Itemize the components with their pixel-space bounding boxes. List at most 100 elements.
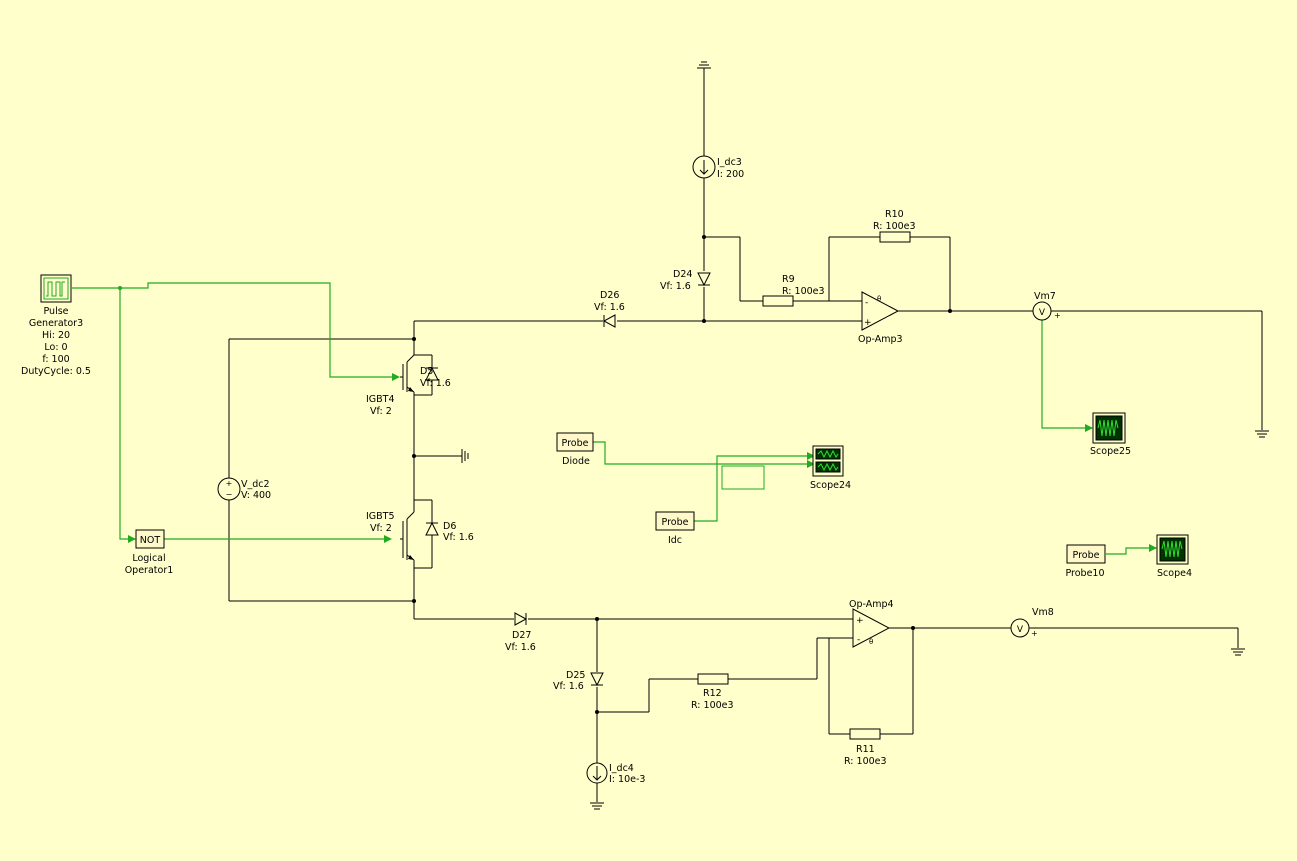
power-wires xyxy=(228,68,1263,802)
pulse-f: f: 100 xyxy=(42,354,69,365)
diode-d24[interactable]: D24 Vf: 1.6 xyxy=(660,269,711,292)
voltmeter-vm7[interactable]: V + Vm7 xyxy=(1032,291,1061,321)
r12-value: R: 100e3 xyxy=(691,700,734,711)
pulse-label-1: Pulse xyxy=(43,306,68,317)
vdc2-value: V: 400 xyxy=(241,490,271,501)
r9-value: R: 100e3 xyxy=(782,286,825,297)
vm7-symbol: V xyxy=(1039,308,1046,318)
not-label-2: Operator1 xyxy=(125,565,174,576)
scope25-name: Scope25 xyxy=(1090,446,1131,457)
diode-d27[interactable]: D27 Vf: 1.6 xyxy=(505,612,536,653)
igbt4-name: IGBT4 xyxy=(366,394,395,405)
pulse-hi: Hi: 20 xyxy=(42,330,70,341)
d27-value: Vf: 1.6 xyxy=(505,642,536,653)
probe-idc[interactable]: Probe Idc xyxy=(655,511,695,546)
d24-value: Vf: 1.6 xyxy=(660,281,691,292)
scope4-name: Scope4 xyxy=(1157,568,1192,579)
signal-arrows xyxy=(128,373,1157,552)
d25-value: Vf: 1.6 xyxy=(553,681,584,692)
d26-value: Vf: 1.6 xyxy=(594,302,625,313)
svg-text:+: + xyxy=(1054,311,1061,320)
voltage-source-vdc2[interactable]: + − V_dc2 V: 400 xyxy=(217,477,271,501)
op-amp3[interactable]: - + θ Op-Amp3 xyxy=(858,291,903,345)
pulse-generator[interactable]: Pulse Generator3 Hi: 20 Lo: 0 f: 100 Dut… xyxy=(21,274,91,377)
current-source-idc4[interactable]: I_dc4 I: 10e-3 xyxy=(586,762,645,785)
op-amp4[interactable]: + - θ Op-Amp4 xyxy=(849,599,894,648)
r11-value: R: 100e3 xyxy=(844,756,887,767)
vm7-name: Vm7 xyxy=(1034,291,1056,302)
pulse-lo: Lo: 0 xyxy=(44,342,67,353)
d25-name: D25 xyxy=(566,670,585,681)
igbt5[interactable]: IGBT5 Vf: 2 xyxy=(366,499,432,569)
logical-operator-not[interactable]: NOT Logical Operator1 xyxy=(125,529,174,576)
signal-wires xyxy=(72,282,1156,555)
r10-name: R10 xyxy=(885,209,904,220)
vdc2-name: V_dc2 xyxy=(241,479,270,490)
probe-diode-label: Diode xyxy=(562,456,590,467)
d6-name: D6 xyxy=(443,521,456,532)
pulse-duty: DutyCycle: 0.5 xyxy=(21,366,91,377)
svg-text:+: + xyxy=(226,479,233,488)
scope4[interactable]: Scope4 xyxy=(1156,534,1192,579)
not-text: NOT xyxy=(140,535,161,546)
diode-d26[interactable]: D26 Vf: 1.6 xyxy=(594,290,625,328)
probe-diode[interactable]: Probe Diode xyxy=(556,432,594,467)
d26-name: D26 xyxy=(600,290,619,301)
scope25[interactable]: Scope25 xyxy=(1090,412,1131,457)
resistor-r10[interactable]: R10 R: 100e3 xyxy=(873,209,916,243)
svg-text:-: - xyxy=(865,298,868,308)
opamp4-name: Op-Amp4 xyxy=(849,599,894,610)
idc3-value: I: 200 xyxy=(717,169,744,180)
svg-text:+: + xyxy=(1031,629,1038,638)
diode-d5[interactable]: D5 Vf: 1.6 xyxy=(420,355,451,395)
idc4-name: I_dc4 xyxy=(609,763,634,774)
igbt4[interactable]: IGBT4 Vf: 2 xyxy=(366,342,432,417)
svg-text:−: − xyxy=(226,490,233,499)
d5-value: Vf: 1.6 xyxy=(420,378,451,389)
not-label-1: Logical xyxy=(132,553,165,564)
resistor-r11[interactable]: R11 R: 100e3 xyxy=(844,728,887,767)
junction-dots xyxy=(118,235,952,714)
idc3-name: I_dc3 xyxy=(717,157,742,168)
d5-name: D5 xyxy=(420,366,433,377)
svg-text:+: + xyxy=(856,616,864,626)
ground-mid-icon xyxy=(461,449,469,463)
igbt4-value: Vf: 2 xyxy=(370,406,392,417)
vm8-symbol: V xyxy=(1017,625,1024,635)
d6-value: Vf: 1.6 xyxy=(443,532,474,543)
svg-text:θ: θ xyxy=(877,295,881,303)
ground-bottom-icon xyxy=(590,802,604,810)
ground-vm8-icon xyxy=(1231,648,1245,656)
d24-name: D24 xyxy=(673,269,692,280)
scope24[interactable]: Scope24 xyxy=(810,445,851,491)
d27-name: D27 xyxy=(512,630,531,641)
scope24-name: Scope24 xyxy=(810,480,851,491)
svg-text:+: + xyxy=(864,318,872,328)
svg-text:θ: θ xyxy=(869,638,873,646)
opamp3-name: Op-Amp3 xyxy=(858,334,903,345)
svg-text:-: - xyxy=(857,635,860,645)
probe-idc-text: Probe xyxy=(662,517,689,528)
r12-name: R12 xyxy=(703,688,722,699)
r9-name: R9 xyxy=(782,274,795,285)
probe10-label: Probe10 xyxy=(1065,568,1104,579)
resistor-r12[interactable]: R12 R: 100e3 xyxy=(691,673,734,711)
diode-d6[interactable]: D6 Vf: 1.6 xyxy=(425,500,474,568)
probe-idc-label: Idc xyxy=(668,535,682,546)
ground-right-icon xyxy=(1255,430,1269,438)
igbt5-name: IGBT5 xyxy=(366,511,395,522)
probe-diode-text: Probe xyxy=(562,438,589,449)
idc4-value: I: 10e-3 xyxy=(609,774,645,785)
voltmeter-vm8[interactable]: V + Vm8 xyxy=(1010,607,1054,638)
vm8-name: Vm8 xyxy=(1032,607,1054,618)
pulse-label-2: Generator3 xyxy=(29,318,83,329)
igbt5-value: Vf: 2 xyxy=(370,523,392,534)
ground-top-icon xyxy=(697,61,711,69)
diode-d25[interactable]: D25 Vf: 1.6 xyxy=(553,670,604,692)
resistor-r9[interactable]: R9 R: 100e3 xyxy=(762,274,825,307)
current-source-idc3[interactable]: I_dc3 I: 200 xyxy=(692,155,744,180)
probe10-text: Probe xyxy=(1073,550,1100,561)
r10-value: R: 100e3 xyxy=(873,221,916,232)
probe10[interactable]: Probe Probe10 xyxy=(1065,544,1106,579)
